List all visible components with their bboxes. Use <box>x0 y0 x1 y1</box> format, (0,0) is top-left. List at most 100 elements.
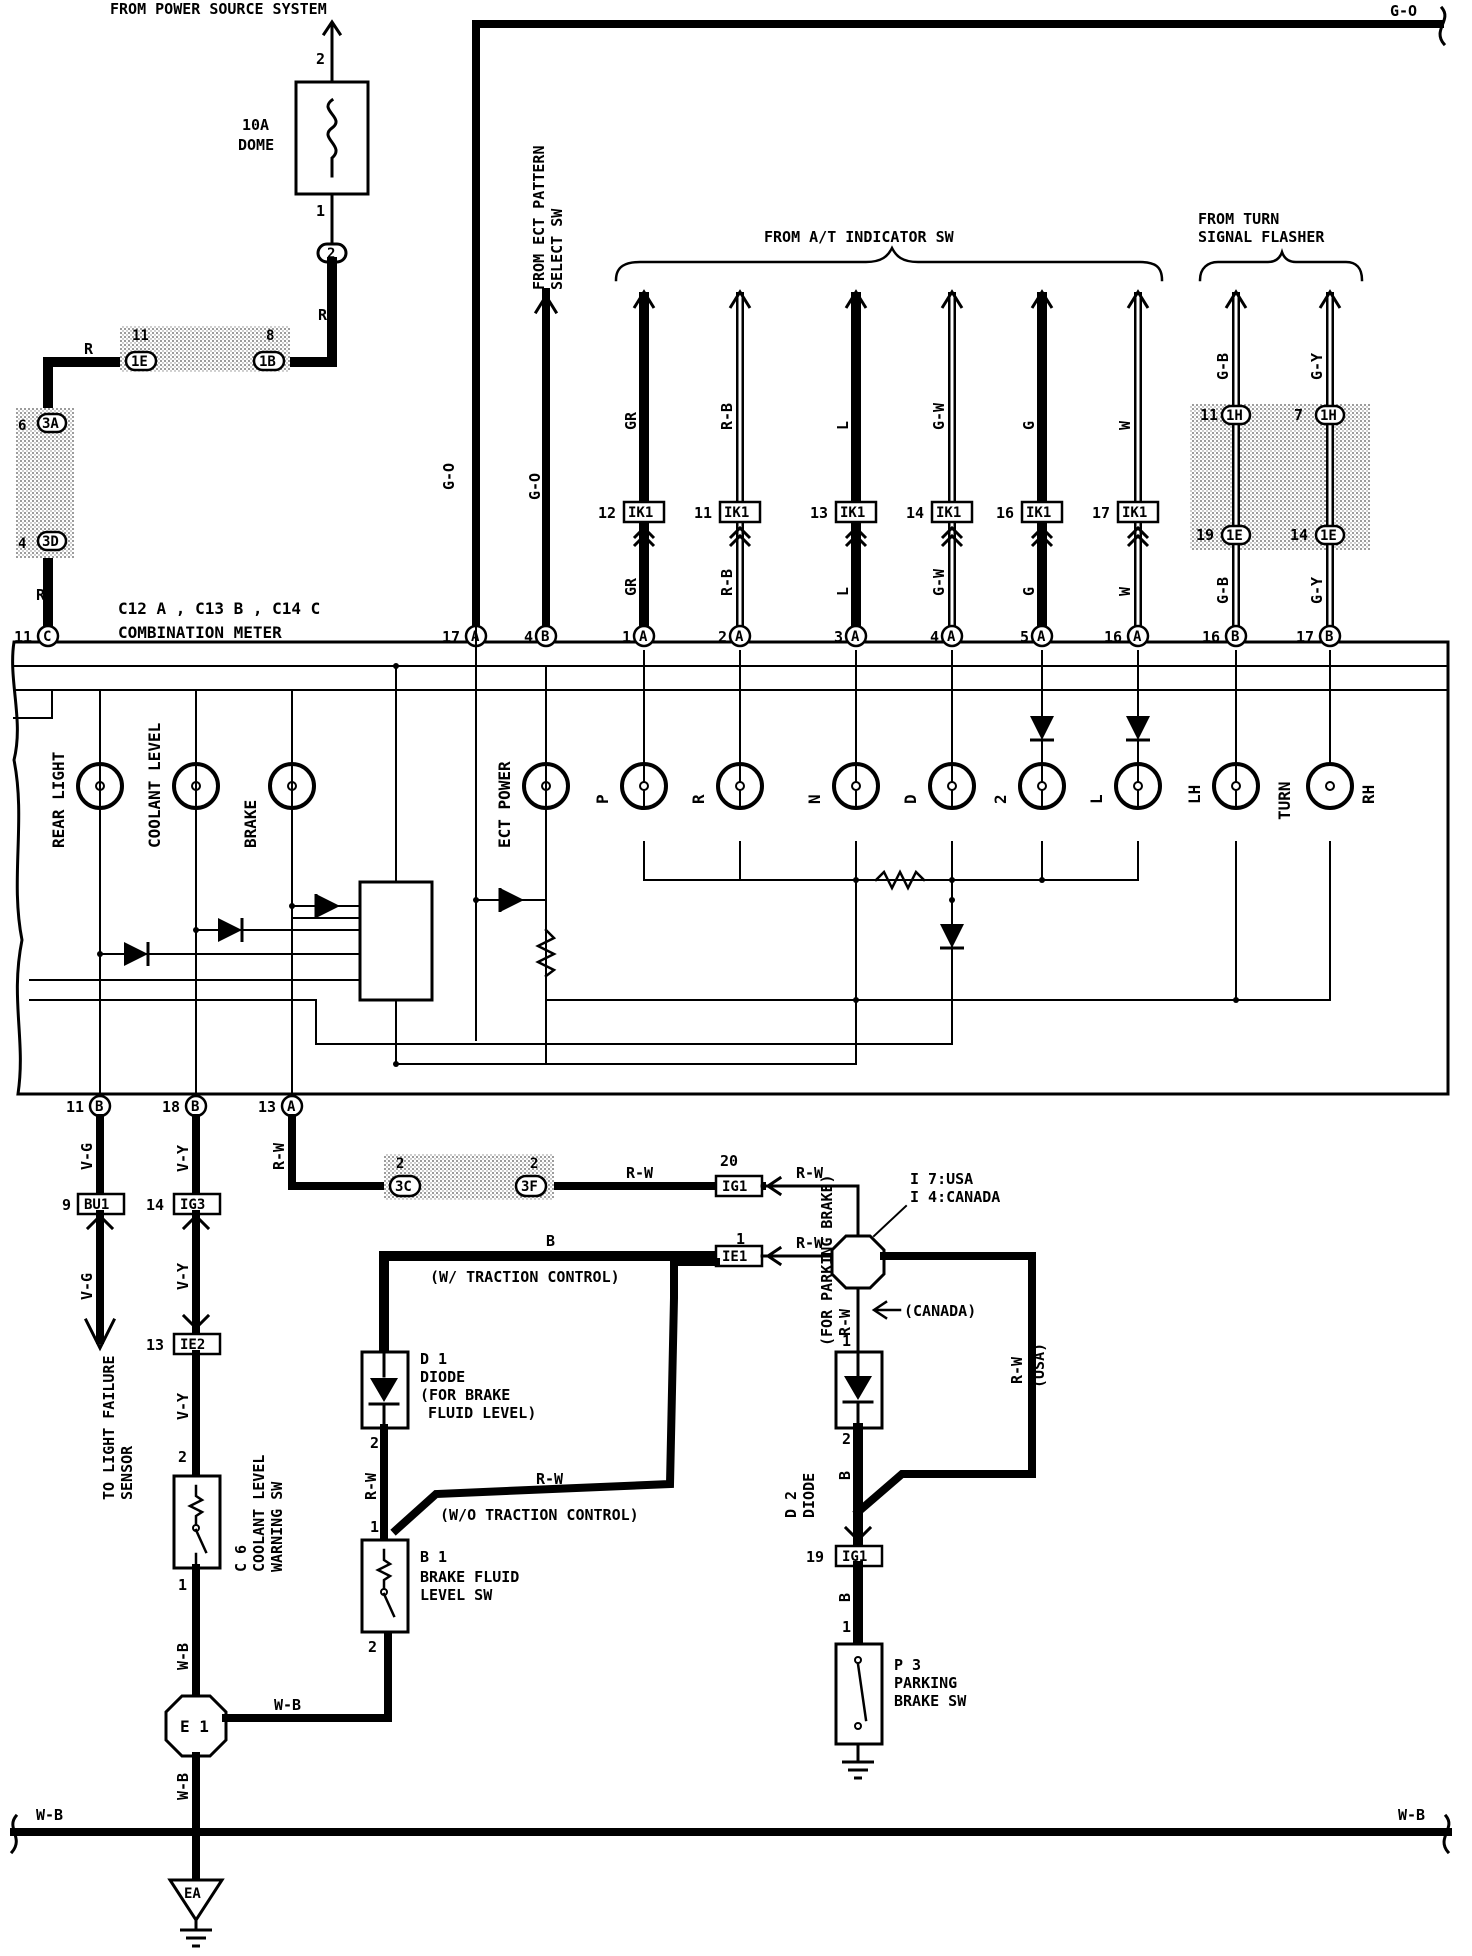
meter-pin-conn-label: A <box>735 629 744 645</box>
conn-ik1-pin: 13 <box>810 504 828 522</box>
wire-color-label: W <box>1116 586 1134 596</box>
meter-pin-number: 4 <box>930 628 939 646</box>
meter-pin-11c <box>36 624 60 648</box>
meter-pin-5a <box>1030 624 1054 648</box>
conn-ie1-label: IE1 <box>722 1249 747 1265</box>
arrow-down-icon <box>83 1317 117 1352</box>
arrow-up-icon <box>632 289 656 309</box>
d2-label-1: DIODE <box>800 1473 818 1518</box>
meter-pin-number: 4 <box>524 628 533 646</box>
break-mark-icon <box>1438 5 1447 47</box>
switch-lever <box>856 1662 868 1722</box>
arrow-up-icon <box>1224 289 1248 309</box>
wire-w-b-2-core <box>224 1630 390 1720</box>
conn-ik1-pin: 14 <box>906 504 924 522</box>
conn-ik1 <box>1116 500 1160 524</box>
sensor-label-1: TO LIGHT FAILURE <box>100 1356 118 1501</box>
wire-r-w-7-label: R-W <box>836 1308 854 1336</box>
wire-v-y-3-label: V-Y <box>174 1393 192 1420</box>
conn-3a-label: 3A <box>42 416 59 432</box>
meter-pin-number: 11 <box>14 628 32 646</box>
ig1b-pin: 19 <box>806 1548 824 1566</box>
conn-ik1 <box>834 500 878 524</box>
wire-color-label: W <box>1116 420 1134 430</box>
chevron-up-icon <box>844 533 868 548</box>
conn-1e-label: 1E <box>1320 528 1337 544</box>
conn-bu1-label: BU1 <box>84 1197 109 1213</box>
chevron-up-icon <box>844 525 868 540</box>
bu1-pin: 9 <box>62 1196 71 1214</box>
switch-icon <box>187 1484 205 1526</box>
chevron-up-icon <box>181 1213 211 1231</box>
conn-ik1-label: IK1 <box>628 505 653 521</box>
wire-w-b-2 <box>222 1628 392 1722</box>
d1-id: D 1 <box>420 1350 447 1368</box>
wire-b-d1 <box>379 1251 721 1381</box>
conn-3a <box>36 412 68 434</box>
conn-3c <box>388 1174 422 1198</box>
meter-pin-conn-label: A <box>639 629 648 645</box>
diode-icon <box>124 942 150 966</box>
conn-3f-pin: 2 <box>530 1156 538 1172</box>
conn-1b-pin: 8 <box>266 328 274 344</box>
conn-1e-label: 1E <box>1226 528 1243 544</box>
arrow-up-icon <box>728 289 752 309</box>
shade-1h-1e <box>1190 404 1370 550</box>
wire-color-label: G-Y <box>1308 577 1326 604</box>
wo-traction-control-label: (W/O TRACTION CONTROL) <box>440 1506 639 1524</box>
lamp-label: COOLANT LEVEL <box>145 723 164 848</box>
ground-icon <box>842 1760 874 1780</box>
wire-r-w-2-label: R-W <box>626 1164 654 1182</box>
meter-pin-number: 13 <box>258 1098 276 1116</box>
ground-icon <box>180 1928 212 1948</box>
chevron-up-icon <box>1030 525 1054 540</box>
lamp-label: REAR LIGHT <box>49 752 68 848</box>
chevron-up-icon <box>85 1213 115 1231</box>
wire-b-3-label: B <box>836 1593 854 1602</box>
chevron-up-icon <box>940 533 964 548</box>
diode-icon <box>370 1378 398 1402</box>
meter-pin-2a <box>728 624 752 648</box>
meter-pin-number: 16 <box>1202 628 1220 646</box>
at-wire-group: GRIK112GRR-BIK111R-BLIK113LG-WIK114G-WGI… <box>598 289 1160 626</box>
meter-pin-number: 1 <box>622 628 631 646</box>
ect-source-label-2: SELECT SW <box>548 208 566 290</box>
conn-ik1-pin: 16 <box>996 504 1014 522</box>
wire-color-label: L <box>834 421 852 430</box>
power-source-label: FROM POWER SOURCE SYSTEM <box>110 0 327 18</box>
wire-g-o-core <box>474 22 1442 630</box>
conn-ig1-label: IG1 <box>722 1179 747 1195</box>
wire-r-label-a: R <box>318 306 328 324</box>
wire-b-2-label: B <box>836 1471 854 1480</box>
junction-i7-i4 <box>830 1234 886 1290</box>
lamp-label: N <box>805 794 824 804</box>
meter-connector-list: C12 A , C13 B , C14 C <box>118 599 320 618</box>
wire-w-b-2-label: W-B <box>274 1696 301 1714</box>
p3-label-2: BRAKE SW <box>894 1692 967 1710</box>
d1-label-3: FLUID LEVEL) <box>428 1404 536 1422</box>
conn-ik1-label: IK1 <box>1122 505 1147 521</box>
conn-ik1-label: IK1 <box>724 505 749 521</box>
arrow-up-icon <box>844 289 868 309</box>
lamp-rh <box>1306 762 1354 810</box>
ground-ea-label: EA <box>184 1886 201 1902</box>
wire-color-label: G-W <box>930 568 948 596</box>
meter-pin-number: 17 <box>1296 628 1314 646</box>
wire-color-label: G-Y <box>1308 353 1326 380</box>
meter-title: COMBINATION METER <box>118 623 282 642</box>
chevron-left-icon <box>765 1175 783 1197</box>
meter-pin-conn-label: B <box>1231 629 1239 645</box>
junction-canada-label: I 4:CANADA <box>910 1188 1000 1206</box>
fuse-amperage: 10A <box>242 116 269 134</box>
conn-ik1-label: IK1 <box>840 505 865 521</box>
conn-1e <box>1314 524 1346 546</box>
p3-id: P 3 <box>894 1656 921 1674</box>
lamp-label-turn: TURN <box>1275 781 1294 820</box>
wire-r-main <box>43 257 337 633</box>
lamp-label: D <box>901 794 920 804</box>
conn-3d-label: 3D <box>42 534 59 550</box>
turn-source-label-2: SIGNAL FLASHER <box>1198 228 1325 246</box>
w-traction-control-label: (W/ TRACTION CONTROL) <box>430 1268 620 1286</box>
wire-r-w-usa-core <box>855 1254 1034 1515</box>
